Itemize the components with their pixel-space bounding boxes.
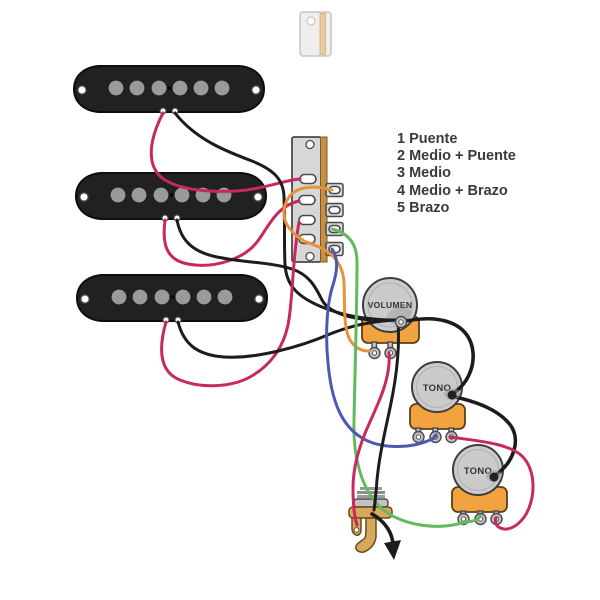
switch-mount-hole-bottom	[305, 251, 315, 262]
switch-tab-lug-2	[328, 205, 341, 215]
legend-line-1: 1 Puente	[397, 131, 458, 147]
pickup-top	[73, 65, 265, 115]
switch-mount-hole-top	[305, 139, 315, 150]
switch-lug-3	[298, 214, 316, 226]
wire-pickup-bottom-hot	[160, 220, 301, 388]
tone1-lug1-hole	[415, 434, 422, 440]
wire-volume-to-jack	[351, 351, 391, 527]
switch-side-stripe	[319, 13, 326, 55]
legend-line-3: 3 Medio	[397, 165, 451, 182]
tone1-solder	[447, 390, 457, 400]
wire-ground-to-jack	[372, 320, 401, 512]
wire-tone1-to-tone2-hot	[448, 435, 535, 531]
switch-lug-1	[299, 173, 317, 185]
switch-side-hole	[306, 16, 316, 26]
wire-switch-jumper	[282, 185, 334, 242]
switch-side-view	[299, 11, 332, 57]
legend-line-5: 5 Brazo	[397, 199, 450, 216]
wire-pickup-top-hot	[149, 111, 302, 193]
output-arrow	[370, 512, 401, 560]
switch-lug-2	[298, 194, 316, 206]
tone1-rim	[416, 366, 458, 408]
wire-volume-to-tone1	[400, 317, 475, 396]
jack-thread	[360, 487, 382, 490]
volume-label: VOLUMEN	[368, 300, 413, 310]
wire-tone1-to-tone2	[449, 394, 518, 478]
tone2-rim	[457, 449, 499, 491]
volume-lug3-hole	[398, 319, 404, 325]
pickup-middle	[75, 172, 267, 222]
volume-lug1-hole	[371, 350, 378, 356]
tone2-label: TONO	[464, 466, 492, 477]
tone-pot-1: TONO	[409, 361, 466, 444]
jack-washer	[353, 498, 389, 508]
switch-position-legend: 1 Puente 2 Medio + Puente 3 Medio 4 Medi…	[397, 131, 516, 217]
pickup-bottom	[76, 274, 268, 324]
wire-pickup-bottom-ground	[176, 318, 398, 359]
wire-pickup-middle-ground	[175, 218, 398, 322]
legend-line-2: 2 Medio + Puente	[397, 148, 516, 165]
switch-stripe	[320, 136, 328, 263]
wire-switch-to-volume	[301, 239, 371, 353]
jack-sleeve-hole	[353, 527, 360, 533]
wire-switch-to-tone1	[325, 247, 438, 448]
tone2-lug1-hole	[460, 516, 467, 522]
selector-switch	[291, 136, 344, 263]
output-arrow-head	[384, 540, 401, 560]
tone2-solder	[489, 472, 499, 482]
legend-line-4: 4 Medio + Brazo	[397, 182, 508, 199]
volume-pot-rim	[367, 282, 413, 328]
tone1-label: TONO	[423, 383, 451, 394]
jack-tip-prong	[355, 517, 377, 553]
tone-pot-2: TONO	[451, 444, 508, 526]
jack-thread	[357, 491, 385, 494]
